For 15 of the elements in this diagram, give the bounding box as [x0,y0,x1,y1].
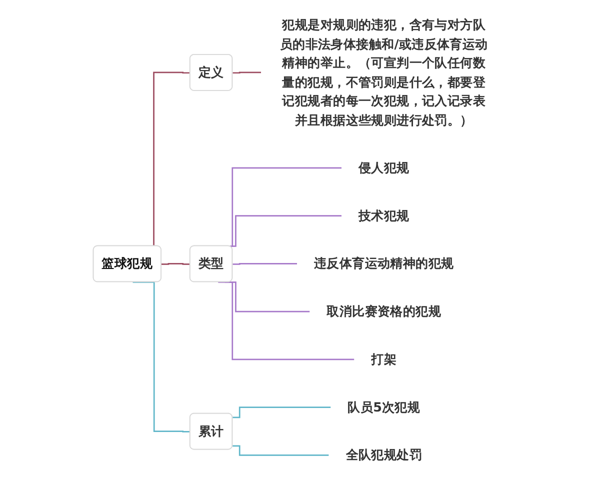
node-text: 全队犯规处罚 [346,447,422,463]
node-text: 侵人犯规 [358,160,410,176]
node-text: 犯规是对规则的违犯，含有与对方队员的非法身体接触和/或违反体育运动精神的举止。（可宣判一个队任何数量的犯规，不管罚则是什么，都要登记犯规者的每一次犯规，记入记录表并且根据这些规则进行处罚。） [280,16,488,128]
node-text: 队员5次犯规 [348,400,420,415]
connector [232,445,329,456]
connector [232,72,262,74]
connector [232,406,331,418]
node-text: 打架 [371,352,397,367]
node-text: 违反体育运动精神的犯规 [314,256,454,272]
node-text: 取消比赛资格的犯规 [326,304,442,320]
node-text: 技术犯规 [358,208,410,224]
connector [132,281,190,432]
connector [232,263,298,265]
connector [161,263,190,265]
connector [218,281,354,360]
